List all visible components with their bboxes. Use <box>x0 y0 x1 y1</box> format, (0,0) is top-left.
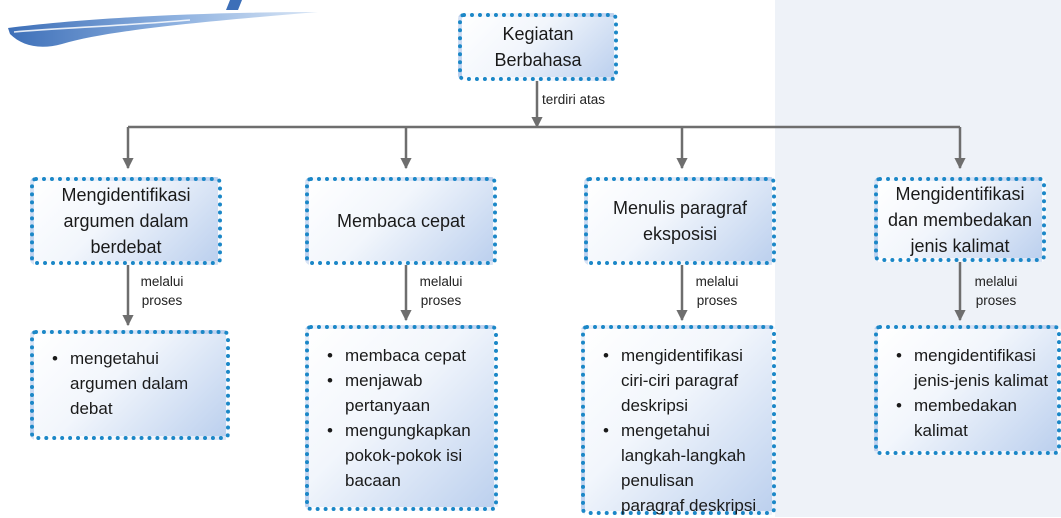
branch-1-title-line-3: berdebat <box>90 237 162 257</box>
branch-4-node: Mengidentifikasi dan membedakan jenis ka… <box>874 177 1046 262</box>
branch-4-item-2-line-2: kalimat <box>914 421 968 440</box>
branch-2-edge-label: melalui proses <box>413 272 469 310</box>
branch-2-item-3-line-2: pokok-pokok isi <box>345 446 463 465</box>
branch-1-item-1-line-3: debat <box>70 399 113 418</box>
branch-2-list-item-2: menjawab pertanyaan <box>327 368 488 418</box>
root-node-text: Kegiatan Berbahasa <box>494 21 581 73</box>
branch-3-node: Menulis paragraf eksposisi <box>584 177 776 265</box>
branch-2-list-item-3: mengungkapkan pokok-pokok isi bacaan <box>327 418 488 493</box>
branch-1-list-item-1: mengetahui argumen dalam debat <box>52 346 218 421</box>
branch-4-edge-label: melalui proses <box>968 272 1024 310</box>
branch-3-item-2-line-4: paragraf deskripsi <box>621 496 757 515</box>
branch-1-node: Mengidentifikasi argumen dalam berdebat <box>30 177 222 265</box>
branch-3-edge-label-line-1: melalui <box>695 274 739 289</box>
branch-3-item-1-line-2: ciri-ciri paragraf <box>621 371 739 390</box>
swoosh-logo-decoration <box>8 0 318 47</box>
branch-4-process-list: mengidentifikasi jenis-jenis kalimat mem… <box>874 325 1061 455</box>
branch-4-title-line-1: Mengidentifikasi <box>895 183 1025 204</box>
branch-1-edge-label-line-1: melalui <box>140 274 184 289</box>
branch-3-list-item-1: mengidentifikasi ciri-ciri paragraf desk… <box>603 343 768 418</box>
branch-3-item-2-line-1: mengetahui <box>621 421 710 440</box>
branch-3-list-item-2: mengetahui langkah-langkah penulisan par… <box>603 418 768 518</box>
branch-3-item-1-line-3: deskripsi <box>621 396 689 415</box>
branch-1-title-line-1: Mengidentifikasi <box>61 185 191 205</box>
branch-3-item-2-line-3: penulisan <box>621 471 694 490</box>
branch-2-edge-label-line-1: melalui <box>419 274 463 289</box>
branch-1-title-line-2: argumen dalam <box>63 211 189 231</box>
branch-4-item-1-line-1: mengidentifikasi <box>914 346 1036 365</box>
branch-3-edge-label: melalui proses <box>689 272 745 310</box>
branch-4-list-item-1: mengidentifikasi jenis-jenis kalimat <box>896 343 1055 393</box>
root-node: Kegiatan Berbahasa <box>458 13 618 81</box>
branch-4-title-line-3: jenis kalimat <box>910 235 1010 256</box>
branch-4-edge-label-line-2: proses <box>975 293 1017 308</box>
branch-2-list-item-1: membaca cepat <box>327 343 488 368</box>
branch-3-title-line-1: Menulis paragraf <box>612 198 748 218</box>
branch-2-item-3-line-3: bacaan <box>345 471 401 490</box>
branch-3-edge-label-line-2: proses <box>696 293 738 308</box>
branch-2-item-2-line-2: pertanyaan <box>345 396 431 415</box>
branch-1-item-1-line-2: argumen dalam <box>70 374 189 393</box>
branch-1-item-1-line-1: mengetahui <box>70 349 159 368</box>
root-line-1: Kegiatan <box>502 24 574 44</box>
branch-1-edge-label: melalui proses <box>134 272 190 310</box>
root-line-2: Berbahasa <box>494 50 582 70</box>
branch-1-process-list: mengetahui argumen dalam debat <box>30 330 230 440</box>
branch-4-edge-label-line-1: melalui <box>974 274 1018 289</box>
branch-2-title-line-1: Membaca cepat <box>336 211 466 231</box>
branch-2-process-list: membaca cepat menjawab pertanyaan mengun… <box>305 325 498 511</box>
branch-3-process-list: mengidentifikasi ciri-ciri paragraf desk… <box>581 325 776 515</box>
branch-4-list-item-2: membedakan kalimat <box>896 393 1055 443</box>
branch-2-node: Membaca cepat <box>305 177 497 265</box>
branch-4-item-2-line-1: membedakan <box>914 396 1018 415</box>
branch-1-edge-label-line-2: proses <box>141 293 183 308</box>
branch-3-item-1-line-1: mengidentifikasi <box>621 346 743 365</box>
branch-4-item-1-line-2: jenis-jenis kalimat <box>914 371 1049 390</box>
branch-2-item-2-line-1: menjawab <box>345 371 423 390</box>
branch-2-item-3-line-1: mengungkapkan <box>345 421 471 440</box>
branch-2-item-1-line-1: membaca cepat <box>345 346 466 365</box>
root-edge-label: terdiri atas <box>542 92 606 107</box>
branch-3-title-line-2: eksposisi <box>642 224 717 244</box>
branch-2-edge-label-line-2: proses <box>420 293 462 308</box>
branch-3-item-2-line-2: langkah-langkah <box>621 446 746 465</box>
branch-4-title-line-2: dan membedakan <box>887 209 1033 230</box>
